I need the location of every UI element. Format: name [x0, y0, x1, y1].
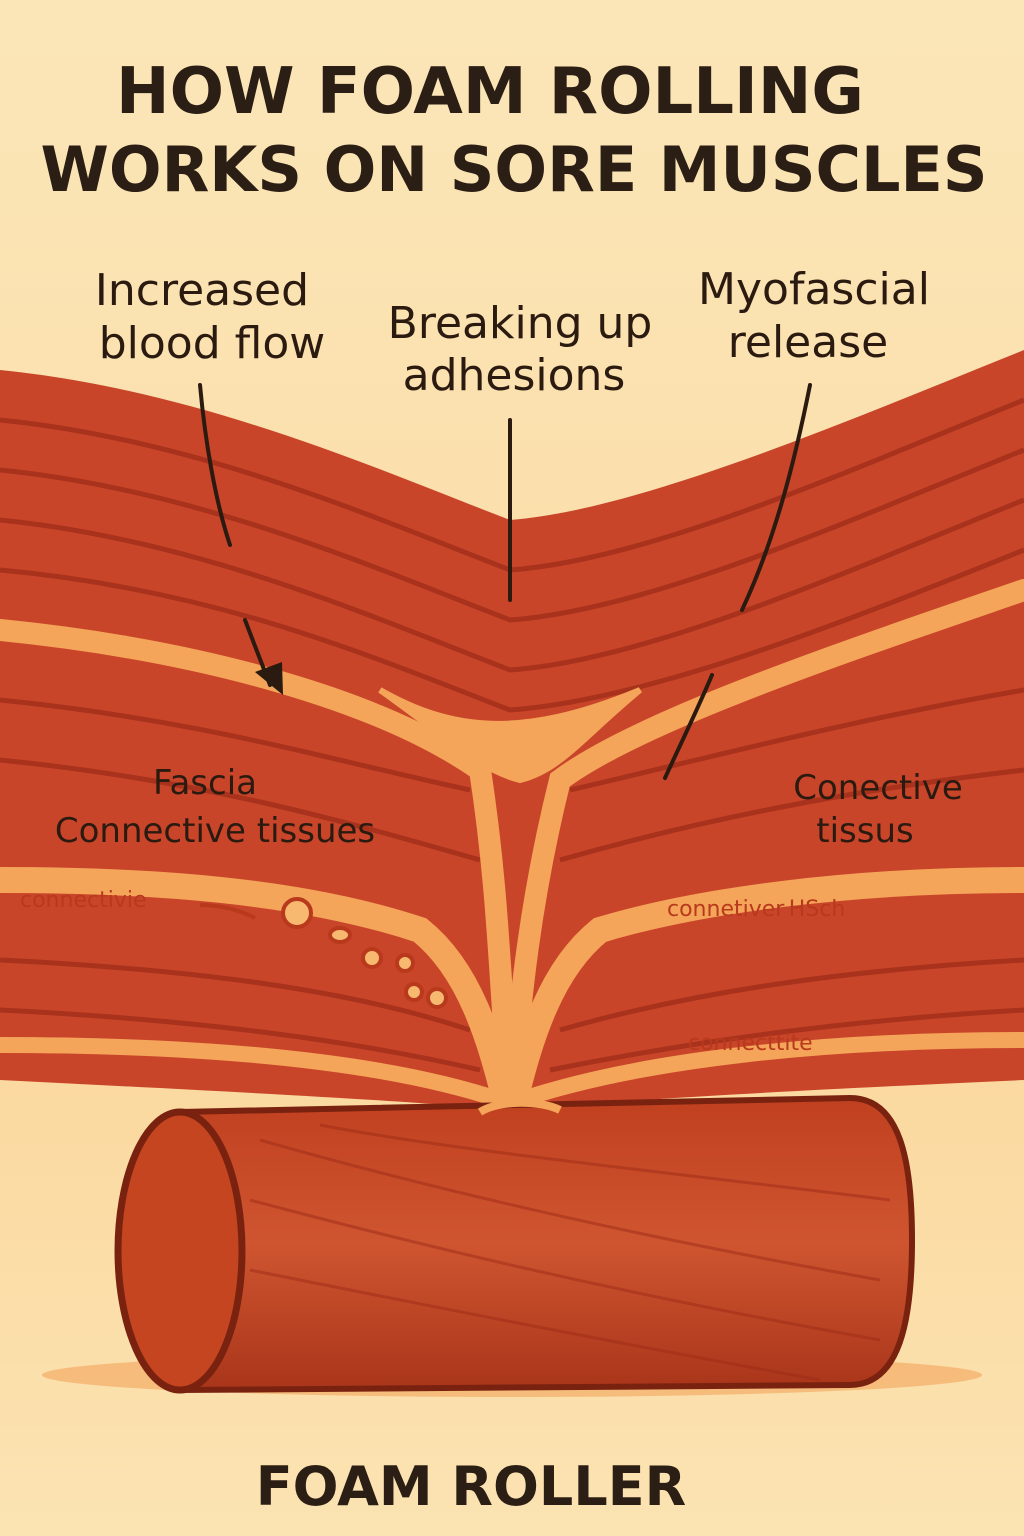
label-connective-right-line-2: tissus: [816, 811, 913, 851]
label-connective-right-line-1: Conective: [793, 768, 963, 808]
label-small-left: connectivie: [20, 888, 146, 913]
small-stroke: [199, 903, 256, 920]
title-line-1: HOW FOAM ROLLING: [116, 55, 864, 129]
label-small-right: connetiver HSch: [667, 897, 845, 922]
label-myofascial-line-2: release: [728, 317, 888, 368]
arrowhead-icon: [255, 662, 283, 695]
label-blood-flow-line-2: blood flow: [99, 318, 326, 369]
label-adhesions-line-1: Breaking up: [388, 298, 653, 349]
label-connective-tissues: Connective tissues: [55, 811, 375, 851]
foam-roller: [42, 1094, 982, 1397]
pointer-lines: [198, 383, 812, 780]
label-blood-flow-line-1: Increased: [95, 265, 309, 316]
label-small-bottom: connecttite: [688, 1031, 813, 1056]
label-fascia: Fascia: [153, 763, 257, 803]
title-line-2: WORKS ON SORE MUSCLES: [40, 133, 987, 206]
label-adhesions-line-2: adhesions: [403, 350, 626, 401]
label-myofascial-line-1: Myofascial: [698, 264, 930, 315]
blood-cells: [281, 897, 448, 1009]
footer-label: FOAM ROLLER: [256, 1455, 686, 1518]
